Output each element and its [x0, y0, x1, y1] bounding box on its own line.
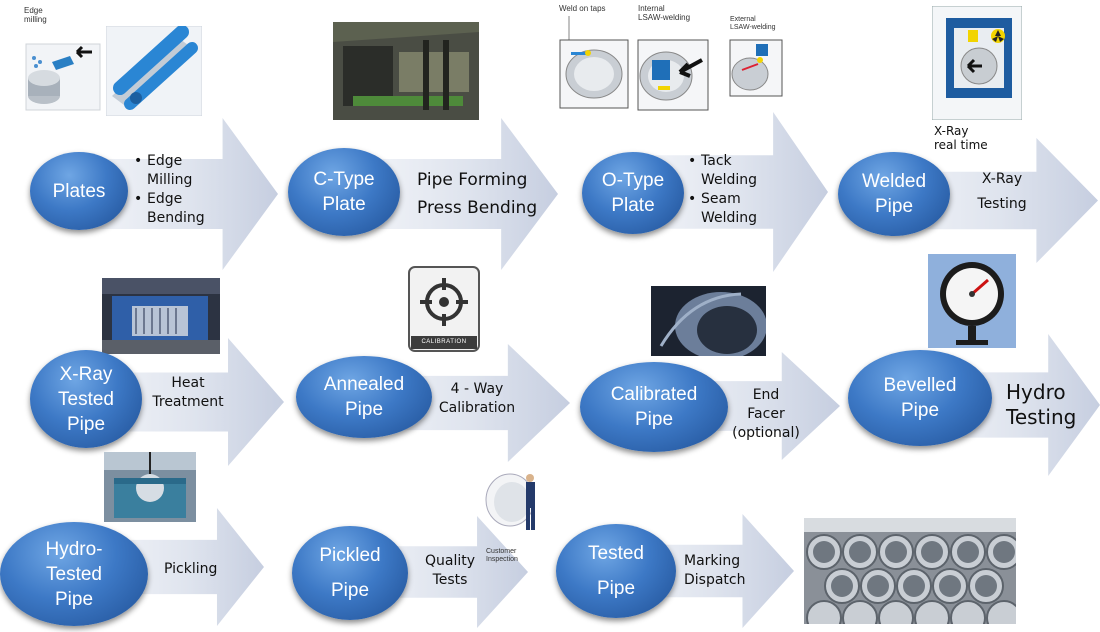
end-facer-pipe-photo — [651, 286, 766, 356]
pressure-gauge-icon — [928, 254, 1016, 348]
hydro-tested-process-label: Pickling — [164, 561, 218, 577]
o-type-bullet-1: Tack Welding — [688, 152, 771, 190]
plates-bullet-1: Edge Milling — [134, 152, 217, 190]
plates-bullet-2: Edge Bending — [134, 190, 217, 228]
edge-bending-diagram — [106, 26, 202, 116]
finished-pipes-photo — [804, 518, 1016, 624]
plates-process-list: Edge Milling Edge Bending — [134, 152, 217, 228]
hydro-testing-tank-photo — [104, 452, 196, 522]
calibration-badge-text: CALIBRATION — [421, 339, 467, 345]
step-plates-oval: Plates — [30, 152, 128, 230]
o-type-process-list: Tack Welding Seam Welding — [688, 152, 771, 228]
press-bending-photo — [333, 22, 479, 120]
o-type-bullet-2: Seam Welding — [688, 190, 771, 228]
weld-on-taps-caption: Weld on taps — [559, 4, 606, 13]
heat-treatment-furnace-photo — [102, 278, 220, 354]
calibration-badge: CALIBRATION — [408, 266, 480, 352]
weld-on-taps-diagram: Weld on taps — [557, 0, 631, 112]
xray-machine-diagram — [932, 6, 1022, 120]
